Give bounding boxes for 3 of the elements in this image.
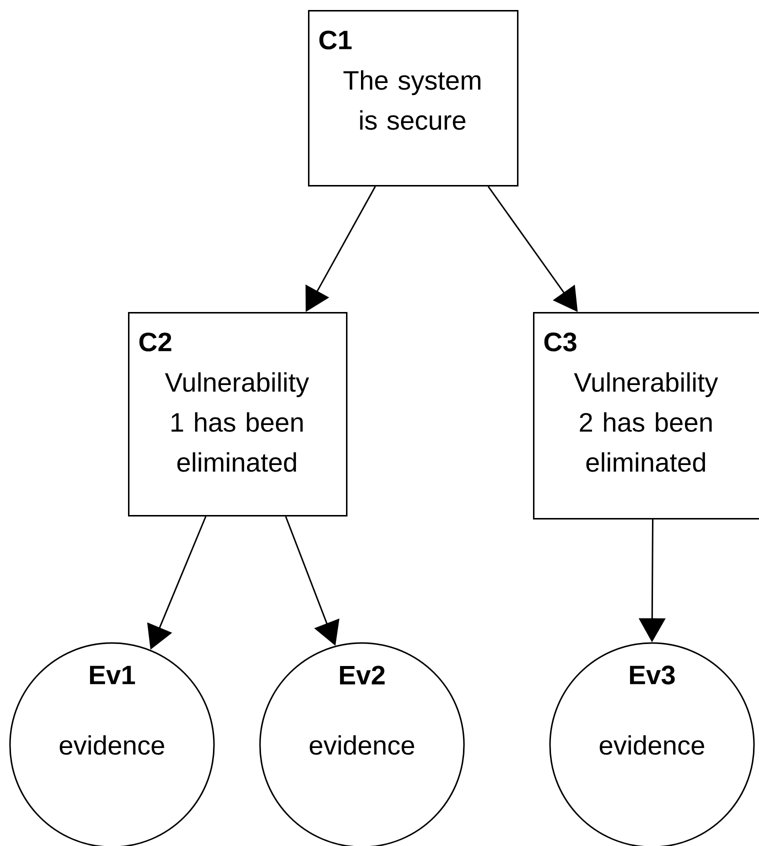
claim-box: C1 The system is secure (308, 10, 518, 186)
claim-box: C2 Vulnerability 1 has been eliminated (128, 312, 348, 516)
claim-box: C3 Vulnerability 2 has been eliminated (533, 312, 759, 520)
